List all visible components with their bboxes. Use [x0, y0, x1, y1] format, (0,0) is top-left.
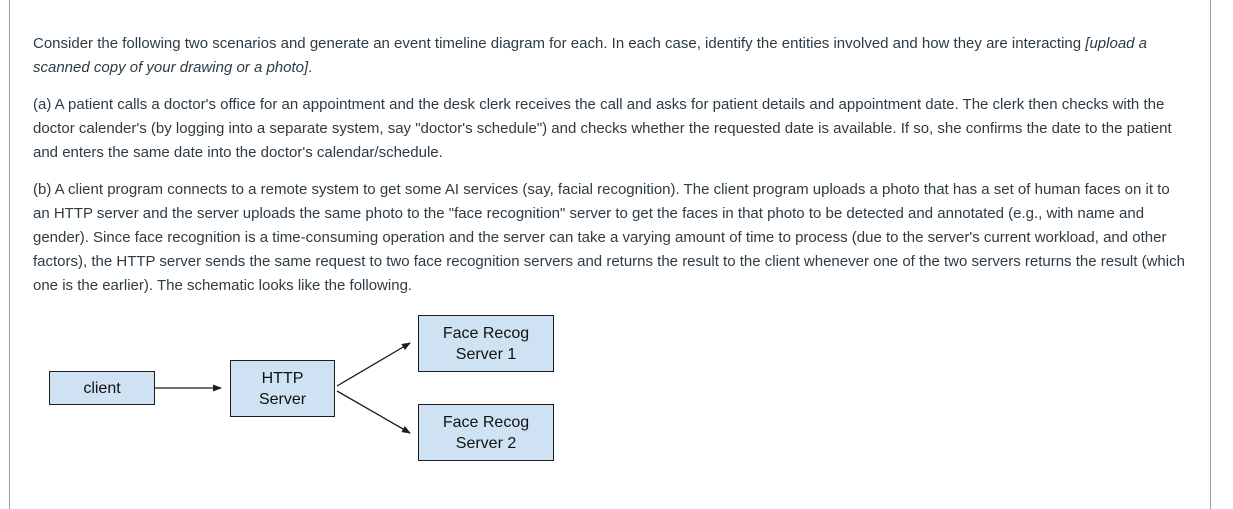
schematic-diagram: client HTTP Server Face Recog Server 1 F…: [49, 315, 555, 461]
http-server-node-label-line2: Server: [258, 390, 307, 408]
scenario-b-paragraph: (b) A client program connects to a remot…: [33, 181, 1185, 294]
question-body: Consider the following two scenarios and…: [33, 32, 1188, 311]
arrow-http-to-server2: [336, 390, 411, 434]
arrow-http-to-server1: [336, 342, 411, 387]
client-node: client: [49, 371, 155, 405]
question-intro-italic: [upload a scanned copy of your drawing o…: [33, 35, 1148, 76]
http-server-node-label-line1: HTTP: [261, 369, 304, 387]
http-server-node: HTTP Server: [230, 360, 335, 417]
question-intro-suffix: .: [308, 59, 313, 76]
question-intro-paragraph: Consider the following two scenarios and…: [33, 32, 1188, 80]
scenario-a-paragraph: (a) A patient calls a doctor's office fo…: [33, 96, 1172, 161]
client-node-label: client: [83, 379, 121, 397]
face-recog-server-2-node: Face Recog Server 2: [418, 404, 554, 461]
face-recog-server-2-label-line2: Server 2: [455, 434, 517, 452]
question-intro-text: Consider the following two scenarios and…: [33, 35, 1082, 52]
face-recog-server-2-label-line1: Face Recog: [442, 413, 530, 431]
face-recog-server-1-label-line1: Face Recog: [442, 324, 530, 342]
left-page-border: [9, 0, 10, 509]
right-page-border: [1210, 0, 1211, 509]
face-recog-server-1-label-line2: Server 1: [455, 345, 517, 363]
face-recog-server-1-node: Face Recog Server 1: [418, 315, 554, 372]
